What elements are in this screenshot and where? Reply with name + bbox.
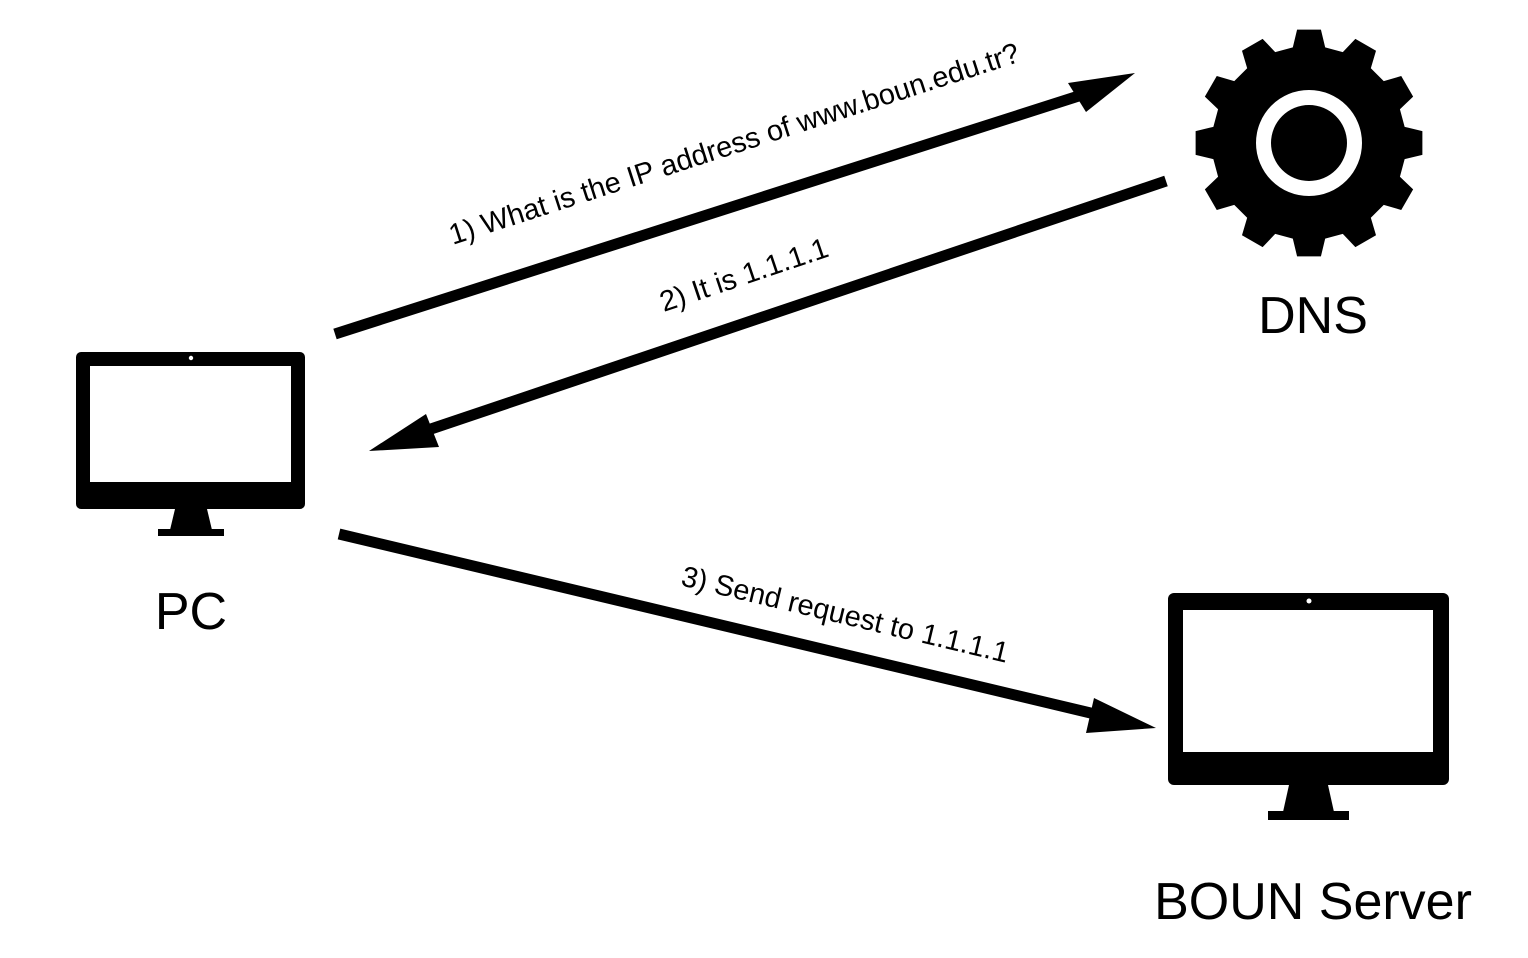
edge-response-arrow xyxy=(369,175,1168,451)
server-monitor-icon xyxy=(1168,593,1449,820)
edge-request-arrow xyxy=(337,528,1156,733)
server-label: BOUN Server xyxy=(1154,873,1472,931)
pc-monitor-icon xyxy=(76,352,305,536)
dns-gear-icon xyxy=(1195,29,1423,257)
pc-label: PC xyxy=(155,583,227,641)
dns-label: DNS xyxy=(1258,287,1368,345)
edge-query-arrow xyxy=(333,73,1135,340)
